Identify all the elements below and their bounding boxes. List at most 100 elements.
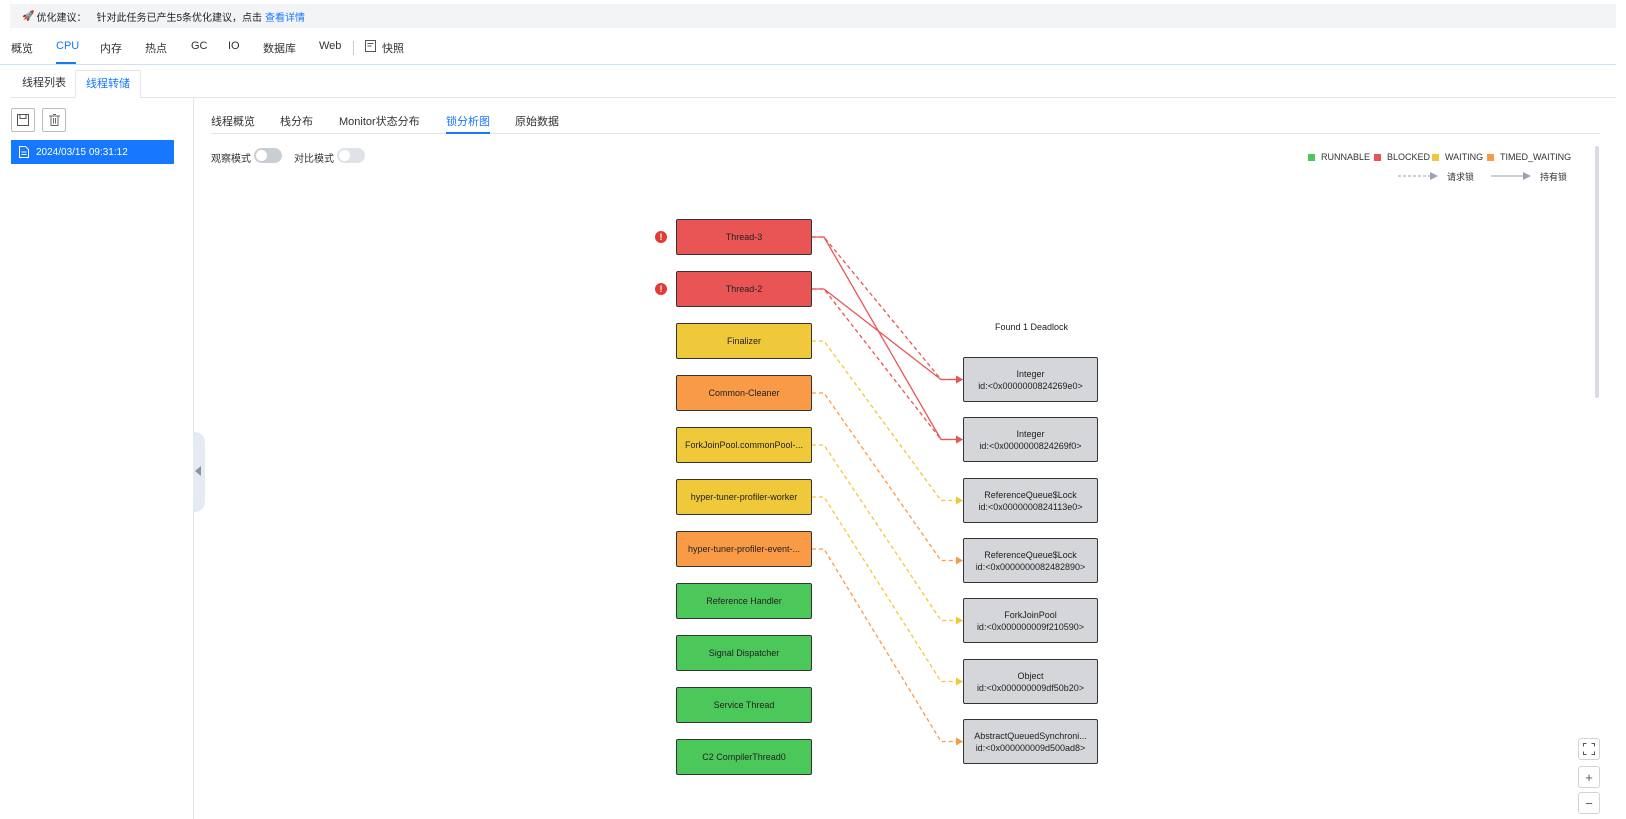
- edge-arrowhead: [956, 435, 963, 444]
- save-icon: [17, 114, 29, 126]
- zoom-in-button[interactable]: +: [1578, 766, 1600, 788]
- thread-name: Reference Handler: [706, 596, 782, 606]
- fit-screen-icon: [1583, 743, 1595, 755]
- lock-id: id:<0x000000009f210590>: [976, 621, 1085, 632]
- tab-overview[interactable]: 概览: [11, 43, 33, 55]
- legend-timed-waiting-label: TIMED_WAITING: [1500, 152, 1572, 162]
- tab-stack-distribution[interactable]: 栈分布: [280, 116, 313, 128]
- edge-arrowhead: [956, 375, 963, 384]
- thread-node[interactable]: Common-Cleaner: [676, 375, 812, 411]
- thread-node[interactable]: Signal Dispatcher: [676, 635, 812, 671]
- thread-node[interactable]: Thread-3: [676, 219, 812, 255]
- tab-io[interactable]: IO: [228, 40, 240, 52]
- observe-mode-label: 观察模式: [211, 154, 251, 165]
- lock-id: id:<0x000000009d500ad8>: [975, 742, 1086, 753]
- thread-node[interactable]: ForkJoinPool.commonPool-...: [676, 427, 812, 463]
- lock-type: ReferenceQueue$Lock: [984, 549, 1077, 560]
- tab-lock-analysis[interactable]: 锁分析图: [446, 116, 490, 128]
- lock-type: Object: [1017, 670, 1044, 681]
- thread-name: ForkJoinPool.commonPool-...: [684, 440, 804, 450]
- waiting-swatch: [1432, 153, 1439, 161]
- zoom-out-button[interactable]: −: [1578, 792, 1600, 814]
- view-details-link[interactable]: 查看详情: [265, 12, 306, 24]
- delete-button[interactable]: [42, 108, 66, 132]
- compare-mode-toggle[interactable]: [337, 148, 365, 163]
- warning-icon: !: [655, 283, 667, 295]
- edge-arrowhead: [956, 496, 963, 505]
- tab-memory[interactable]: 内存: [100, 43, 122, 55]
- request-lock-edge: [812, 236, 957, 381]
- compare-mode-label: 对比模式: [294, 154, 334, 165]
- lock-node[interactable]: AbstractQueuedSynchroni...id:<0x00000000…: [963, 719, 1098, 764]
- tab-database[interactable]: 数据库: [263, 43, 296, 55]
- thread-node[interactable]: Service Thread: [676, 687, 812, 723]
- fit-screen-button[interactable]: [1578, 738, 1600, 760]
- tab-gc[interactable]: GC: [191, 40, 208, 52]
- main-tabs: 概览 CPU 内存 热点 GC IO 数据库 Web 快照: [0, 38, 1616, 65]
- request-lock-legend-arrow: [1398, 172, 1438, 180]
- trash-icon: [48, 114, 60, 126]
- thread-name: Thread-2: [725, 284, 763, 294]
- deadlock-label: Found 1 Deadlock: [995, 322, 1069, 332]
- tab-cpu[interactable]: CPU: [56, 40, 80, 52]
- legend-timed-waiting: TIMED_WAITING: [1487, 152, 1571, 162]
- legend-runnable: RUNNABLE: [1308, 152, 1370, 162]
- tab-thread-dump[interactable]: 线程转储: [75, 70, 141, 98]
- tab-hotspot[interactable]: 热点: [145, 43, 167, 55]
- thread-name: Common-Cleaner: [708, 388, 780, 398]
- active-inner-tab-indicator: [446, 132, 490, 134]
- request-lock-edge: [812, 392, 957, 562]
- tab-thread-list[interactable]: 线程列表: [22, 77, 66, 89]
- request-lock-edge: [812, 496, 957, 683]
- save-button[interactable]: [11, 108, 35, 132]
- optimization-banner: 🚀 优化建议： 针对此任务已产生5条优化建议，点击 查看详情: [10, 4, 1616, 28]
- lock-id: id:<0x000000009df50b20>: [976, 682, 1085, 693]
- edge-arrowhead: [956, 556, 963, 565]
- thread-node[interactable]: Thread-2: [676, 271, 812, 307]
- legend-runnable-label: RUNNABLE: [1321, 152, 1371, 162]
- hold-lock-label: 持有锁: [1540, 172, 1568, 182]
- thread-node[interactable]: hyper-tuner-profiler-event-...: [676, 531, 812, 567]
- zoom-in-icon: +: [1585, 769, 1593, 785]
- blocked-swatch: [1374, 153, 1381, 161]
- tab-raw-data[interactable]: 原始数据: [515, 116, 559, 128]
- timed-waiting-swatch: [1487, 153, 1494, 161]
- lock-type: Integer: [1016, 428, 1045, 439]
- snapshot-icon[interactable]: [365, 40, 376, 52]
- graph-scrollbar[interactable]: [1595, 146, 1599, 398]
- legend-blocked-label: BLOCKED: [1387, 152, 1431, 162]
- thread-node[interactable]: hyper-tuner-profiler-worker: [676, 479, 812, 515]
- snapshot-timestamp: 2024/03/15 09:31:12: [36, 146, 128, 158]
- banner-message: 针对此任务已产生5条优化建议，点击: [96, 12, 263, 24]
- thread-name: Signal Dispatcher: [708, 648, 780, 658]
- request-lock-edge: [812, 548, 957, 743]
- lock-id: id:<0x0000000824113e0>: [978, 501, 1083, 512]
- hold-lock-edge: [812, 236, 957, 441]
- tab-monitor-state[interactable]: Monitor状态分布: [339, 116, 420, 128]
- thread-node[interactable]: Reference Handler: [676, 583, 812, 619]
- snapshot-item[interactable]: 2024/03/15 09:31:12: [11, 140, 174, 164]
- observe-mode-toggle[interactable]: [254, 148, 282, 163]
- legend-waiting-label: WAITING: [1445, 152, 1484, 162]
- thread-name: C2 CompilerThread0: [702, 752, 786, 762]
- request-lock-edge: [812, 340, 957, 502]
- tab-divider: [353, 41, 354, 55]
- thread-name: hyper-tuner-profiler-event-...: [687, 544, 801, 554]
- tab-snapshot[interactable]: 快照: [382, 43, 404, 55]
- tab-web[interactable]: Web: [319, 40, 342, 52]
- thread-name: hyper-tuner-profiler-worker: [690, 492, 798, 502]
- thread-name: Finalizer: [726, 336, 761, 346]
- lock-id: id:<0x0000000824269e0>: [978, 380, 1083, 391]
- tab-thread-overview[interactable]: 线程概览: [211, 116, 255, 128]
- thread-name: Thread-3: [725, 232, 763, 242]
- sidebar-collapse-handle[interactable]: [193, 432, 205, 512]
- thread-node[interactable]: C2 CompilerThread0: [676, 739, 812, 775]
- thread-node[interactable]: Finalizer: [676, 323, 812, 359]
- lock-type: Integer: [1016, 368, 1045, 379]
